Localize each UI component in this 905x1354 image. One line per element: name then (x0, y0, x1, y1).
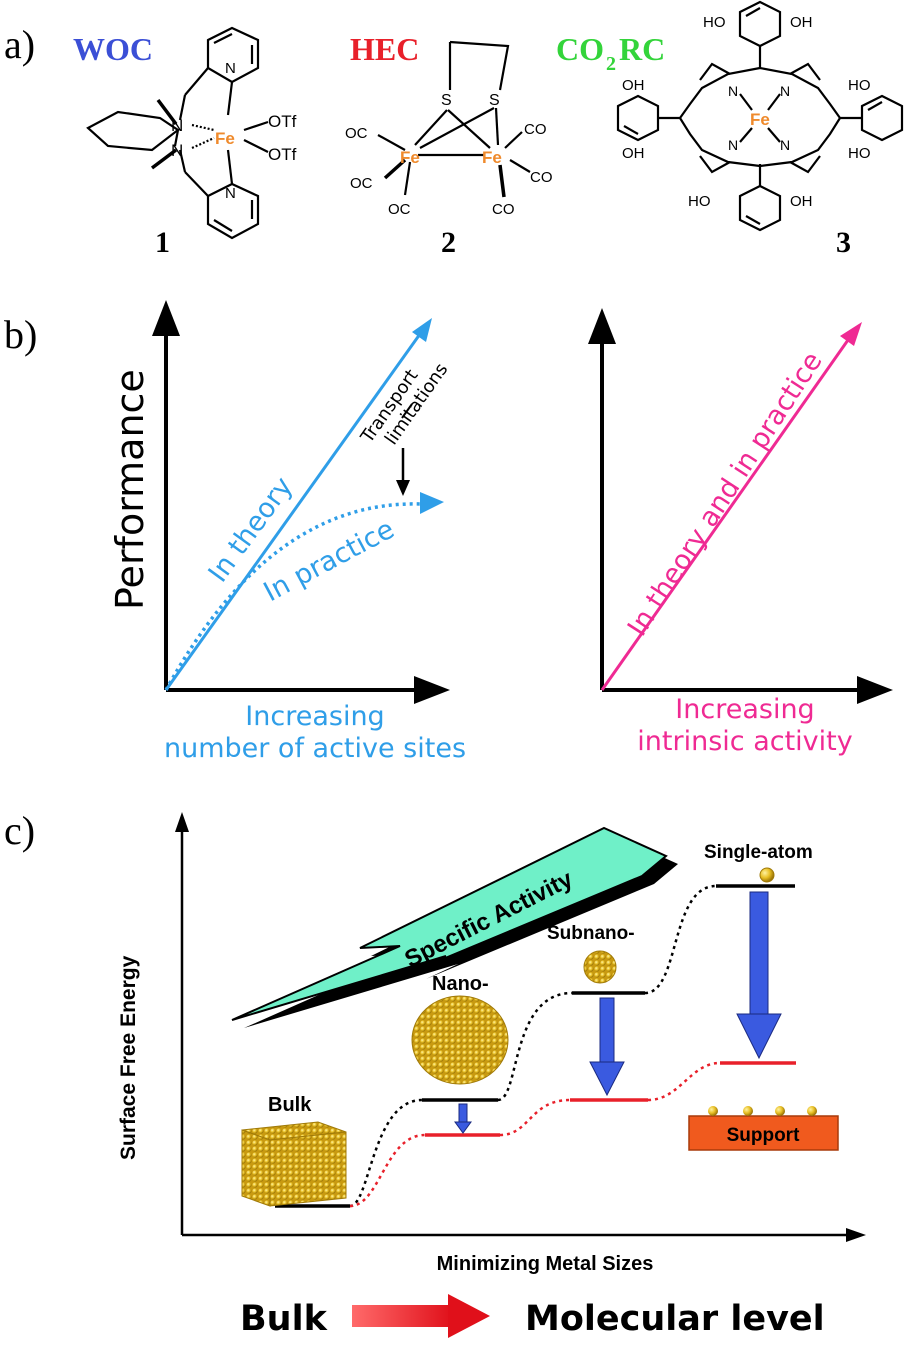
woc-otf-1: OTf (268, 112, 297, 131)
svg-text:RC: RC (619, 31, 665, 67)
right-theory-practice-line (600, 322, 862, 691)
co2rc-title: CO 2 RC (556, 31, 665, 75)
bottom-to-label: Molecular level (525, 1299, 825, 1339)
black-dotted-connectors (349, 884, 717, 1208)
porphyrin-oh-left-bottom: OH (622, 145, 645, 162)
woc-structure (86, 26, 269, 240)
energy-levels-black (275, 884, 795, 1208)
porphyrin-ho-top: HO (703, 14, 726, 31)
hec-title: HEC (350, 31, 419, 67)
hec-fe-right: Fe (482, 148, 502, 167)
hec-number: 2 (441, 226, 456, 259)
hec-s-left: S (441, 92, 452, 109)
panel-c-label: c) (4, 808, 35, 853)
porphyrin-n-1: N (728, 83, 738, 99)
woc-n-bottom: N (171, 141, 183, 160)
hec-oc-2: OC (350, 175, 373, 192)
energy-levels-red (425, 1061, 796, 1137)
hec-oc-3: OC (388, 201, 411, 218)
porphyrin-number: 3 (836, 226, 851, 259)
woc-n-top: N (171, 116, 183, 135)
nano-cluster (411, 995, 509, 1085)
woc-number: 1 (155, 226, 170, 259)
porphyrin-oh-bottom: OH (790, 193, 813, 210)
single-atom (759, 867, 775, 883)
porphyrin-fe: Fe (750, 110, 770, 129)
surface-free-energy-label: Surface Free Energy (117, 955, 140, 1160)
hec-co-1: CO (524, 121, 547, 138)
left-chart-axes (152, 300, 450, 704)
woc-pyridine-n-bottom: N (225, 185, 236, 202)
left-theory-line (164, 318, 432, 691)
hec-co-2: CO (530, 169, 553, 186)
porphyrin-n-3: N (728, 137, 738, 153)
bulk-cube (241, 1121, 347, 1207)
porphyrin-n-2: N (780, 83, 790, 99)
porphyrin-ho-right-top: HO (848, 77, 871, 94)
blue-arrow-single (736, 891, 782, 1060)
left-xlabel-line2: number of active sites (164, 733, 466, 764)
porphyrin-structure (616, 0, 904, 232)
right-xlabel-line1: Increasing (675, 694, 814, 725)
subnano-cluster (583, 950, 617, 984)
hec-structure (377, 40, 531, 198)
right-xlabel-line2: intrinsic activity (637, 726, 852, 757)
performance-label: Performance (108, 369, 152, 610)
porphyrin-oh-left-top: OH (622, 77, 645, 94)
minimizing-metal-sizes-label: Minimizing Metal Sizes (437, 1253, 654, 1275)
blue-arrow-nano (454, 1103, 472, 1134)
hec-co-3: CO (492, 201, 515, 218)
woc-otf-2: OTf (268, 145, 297, 164)
left-practice-curve (164, 492, 444, 691)
panel-c-axes (175, 812, 866, 1242)
bottom-from-label: Bulk (240, 1299, 328, 1339)
woc-title: WOC (73, 31, 153, 67)
woc-pyridine-n-top: N (225, 60, 236, 77)
right-line-label: In theory and in practice (622, 347, 829, 642)
hec-s-right: S (489, 92, 500, 109)
right-chart-axes (588, 308, 893, 704)
transport-arrow (396, 403, 413, 496)
hec-oc-1: OC (345, 125, 368, 142)
red-dotted-connectors (349, 1061, 721, 1208)
single-atom-label: Single-atom (704, 842, 813, 863)
support-label: Support (727, 1125, 800, 1146)
subnano-label: Subnano- (547, 923, 635, 944)
svg-text:2: 2 (606, 53, 616, 75)
support-block (688, 1106, 839, 1151)
porphyrin-n-4: N (780, 137, 790, 153)
porphyrin-ho-bottom: HO (688, 193, 711, 210)
bulk-label: Bulk (268, 1094, 312, 1116)
nano-label: Nano- (432, 973, 489, 995)
woc-fe: Fe (215, 129, 235, 148)
svg-text:CO: CO (556, 31, 604, 67)
hec-fe-left: Fe (400, 148, 420, 167)
porphyrin-oh-top: OH (790, 14, 813, 31)
porphyrin-ho-right-bottom: HO (848, 145, 871, 162)
panel-b-label: b) (4, 312, 37, 357)
blue-arrow-subnano (589, 997, 625, 1097)
bulk-to-molecular-arrow (352, 1294, 490, 1338)
left-xlabel-line1: Increasing (245, 701, 384, 732)
panel-a-label: a) (4, 22, 35, 67)
